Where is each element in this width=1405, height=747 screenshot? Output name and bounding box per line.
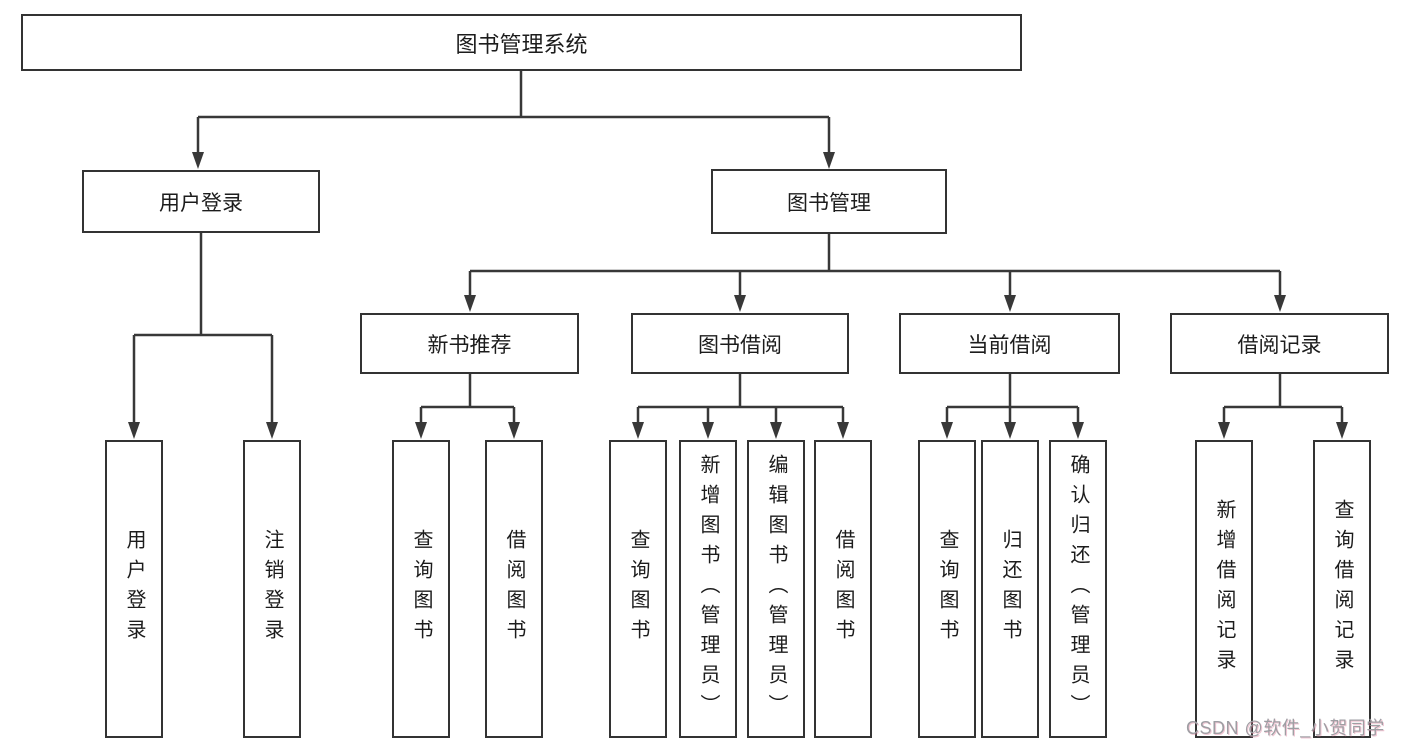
arrowhead-user-login — [192, 152, 204, 169]
arrowhead-nb-query — [415, 422, 427, 439]
leaf-borrow-books-recommend: 借阅图书 — [485, 440, 543, 738]
leaf-confirm-return-admin: 确认归还（管理员） — [1049, 440, 1107, 738]
connector-newbook-to-leaves — [419, 374, 516, 423]
arrowhead-rec-query — [1336, 422, 1348, 439]
arrowhead-leaf-user-login — [128, 422, 140, 439]
leaf-query-books-borrow: 查询图书 — [609, 440, 667, 738]
connector-management-to-groups — [468, 234, 1282, 296]
leaf-query-books-recommend: 查询图书 — [392, 440, 450, 738]
connector-current-to-leaves — [945, 374, 1080, 423]
leaf-return-book: 归还图书 — [981, 440, 1039, 738]
arrowhead-cur-return — [1004, 422, 1016, 439]
arrowhead-bw-add — [702, 422, 714, 439]
arrowhead-borrow-records — [1274, 295, 1286, 312]
leaf-edit-book-admin: 编辑图书（管理员） — [747, 440, 805, 738]
arrowhead-cur-confirm — [1072, 422, 1084, 439]
leaf-add-borrow-record: 新增借阅记录 — [1195, 440, 1253, 738]
node-book-borrowing: 图书借阅 — [631, 313, 849, 374]
node-current-borrowing: 当前借阅 — [899, 313, 1120, 374]
leaf-logout: 注销登录 — [243, 440, 301, 738]
leaf-borrow-books-borrow: 借阅图书 — [814, 440, 872, 738]
arrowhead-bw-edit — [770, 422, 782, 439]
leaf-query-borrow-record: 查询借阅记录 — [1313, 440, 1371, 738]
connector-root-to-level2 — [196, 71, 831, 153]
node-root-library-management-system: 图书管理系统 — [21, 14, 1022, 71]
arrowhead-new-book — [464, 295, 476, 312]
node-book-management: 图书管理 — [711, 169, 947, 234]
arrowhead-nb-borrow — [508, 422, 520, 439]
arrowhead-bw-query — [632, 422, 644, 439]
node-new-book-recommendation: 新书推荐 — [360, 313, 579, 374]
arrowhead-bw-borrow — [837, 422, 849, 439]
leaf-add-book-admin: 新增图书（管理员） — [679, 440, 737, 738]
arrowhead-book-management — [823, 152, 835, 169]
connector-records-to-leaves — [1222, 374, 1344, 423]
arrowhead-rec-add — [1218, 422, 1230, 439]
arrowhead-cur-query — [941, 422, 953, 439]
connector-login-to-leaves — [132, 233, 274, 423]
arrowhead-book-borrow — [734, 295, 746, 312]
leaf-query-books-current: 查询图书 — [918, 440, 976, 738]
arrowhead-leaf-logout — [266, 422, 278, 439]
connector-borrow-to-leaves — [636, 374, 845, 423]
node-user-login: 用户登录 — [82, 170, 320, 233]
csdn-watermark: CSDN @软件_小贺同学 — [1186, 718, 1385, 738]
arrowhead-current-borrow — [1004, 295, 1016, 312]
leaf-user-login: 用户登录 — [105, 440, 163, 738]
node-borrowing-records: 借阅记录 — [1170, 313, 1389, 374]
